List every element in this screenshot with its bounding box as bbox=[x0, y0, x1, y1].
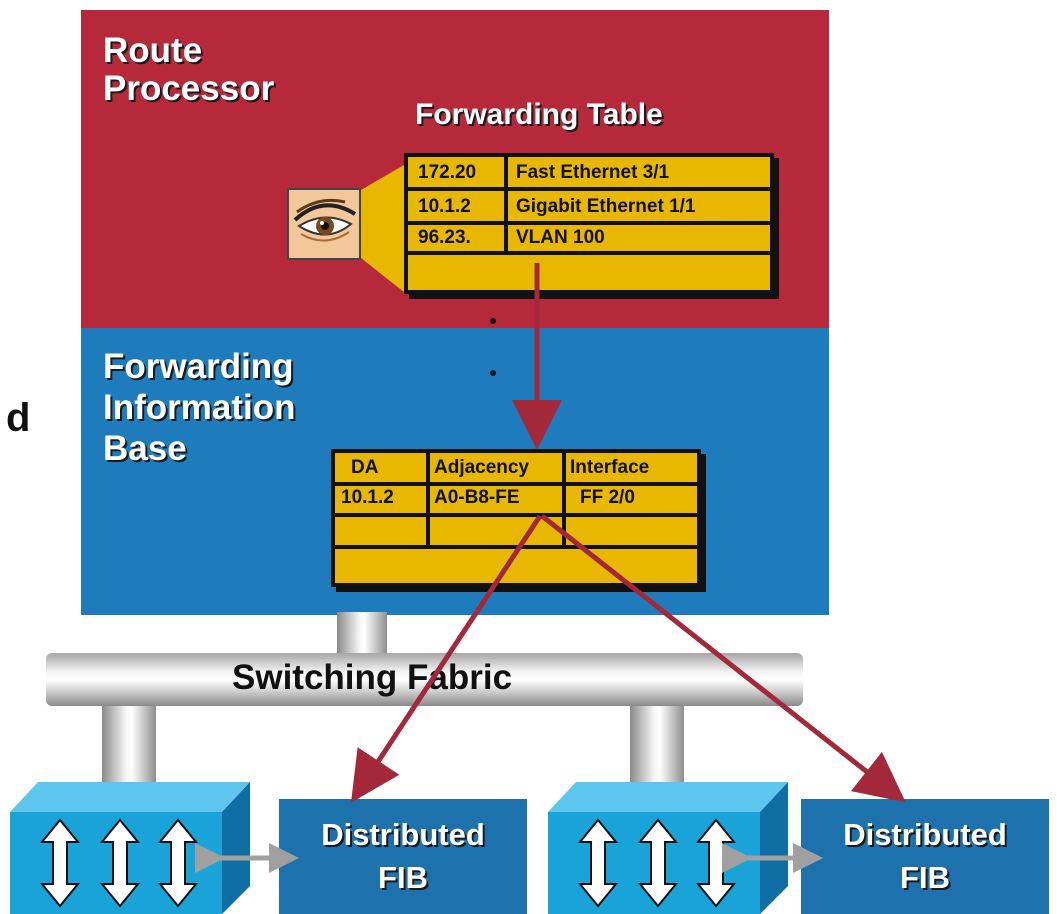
fib-header-interface: Interface bbox=[570, 457, 650, 478]
fwd-row3-prefix: 96.23. bbox=[418, 227, 471, 248]
fwd-row1-interface: Fast Ethernet 3/1 bbox=[516, 162, 670, 183]
distributed-fib-left-line1: Distributed bbox=[321, 817, 485, 852]
stray-text: d bbox=[6, 396, 31, 440]
column-divider bbox=[562, 453, 566, 549]
route-processor-title-line1: Route bbox=[103, 31, 203, 70]
forwarding-table: 172.20 Fast Ethernet 3/1 10.1.2 Gigabit … bbox=[404, 153, 774, 294]
row-divider bbox=[408, 251, 770, 255]
fib-header-adjacency: Adjacency bbox=[434, 457, 530, 478]
route-processor-title-line2: Processor bbox=[103, 69, 275, 108]
fib-header-da: DA bbox=[351, 457, 379, 478]
eye-icon bbox=[287, 188, 361, 260]
row-divider bbox=[408, 221, 770, 225]
fwd-row3-interface: VLAN 100 bbox=[516, 227, 605, 248]
callout-wedge bbox=[361, 165, 404, 292]
fib-title: Forwarding Information Base bbox=[103, 346, 295, 469]
forwarding-table-title: Forwarding Table bbox=[415, 98, 663, 131]
fib-row1-interface: FF 2/0 bbox=[580, 487, 635, 508]
fwd-row1-prefix: 172.20 bbox=[418, 162, 477, 183]
distributed-fib-right-line2: FIB bbox=[900, 860, 950, 895]
fabric-pipe-left bbox=[102, 704, 156, 784]
row-divider bbox=[335, 482, 697, 486]
fib-row1-adjacency: A0-B8-FE bbox=[434, 487, 520, 508]
distributed-fib-right: Distributed FIB bbox=[801, 799, 1049, 914]
distributed-fib-left-label: Distributed FIB bbox=[279, 813, 527, 899]
row-divider bbox=[408, 187, 770, 191]
fib-row1-da: 10.1.2 bbox=[341, 487, 394, 508]
column-divider bbox=[426, 453, 430, 549]
route-processor-title: Route Processor bbox=[103, 32, 274, 108]
up-down-arrow-icon bbox=[39, 818, 199, 908]
fwd-row2-prefix: 10.1.2 bbox=[418, 196, 471, 217]
dot bbox=[490, 370, 496, 376]
distributed-fib-right-label: Distributed FIB bbox=[801, 813, 1049, 899]
dot bbox=[490, 318, 496, 324]
distributed-fib-left-line2: FIB bbox=[378, 860, 428, 895]
fib-title-line3: Base bbox=[103, 429, 187, 468]
fwd-row2-interface: Gigabit Ethernet 1/1 bbox=[516, 196, 696, 217]
distributed-fib-right-line1: Distributed bbox=[843, 817, 1007, 852]
fib-title-line1: Forwarding bbox=[103, 347, 294, 386]
column-divider bbox=[504, 157, 508, 255]
up-down-arrow-icon bbox=[577, 818, 737, 908]
distributed-fib-left: Distributed FIB bbox=[279, 799, 527, 914]
fib-title-line2: Information bbox=[103, 388, 296, 427]
